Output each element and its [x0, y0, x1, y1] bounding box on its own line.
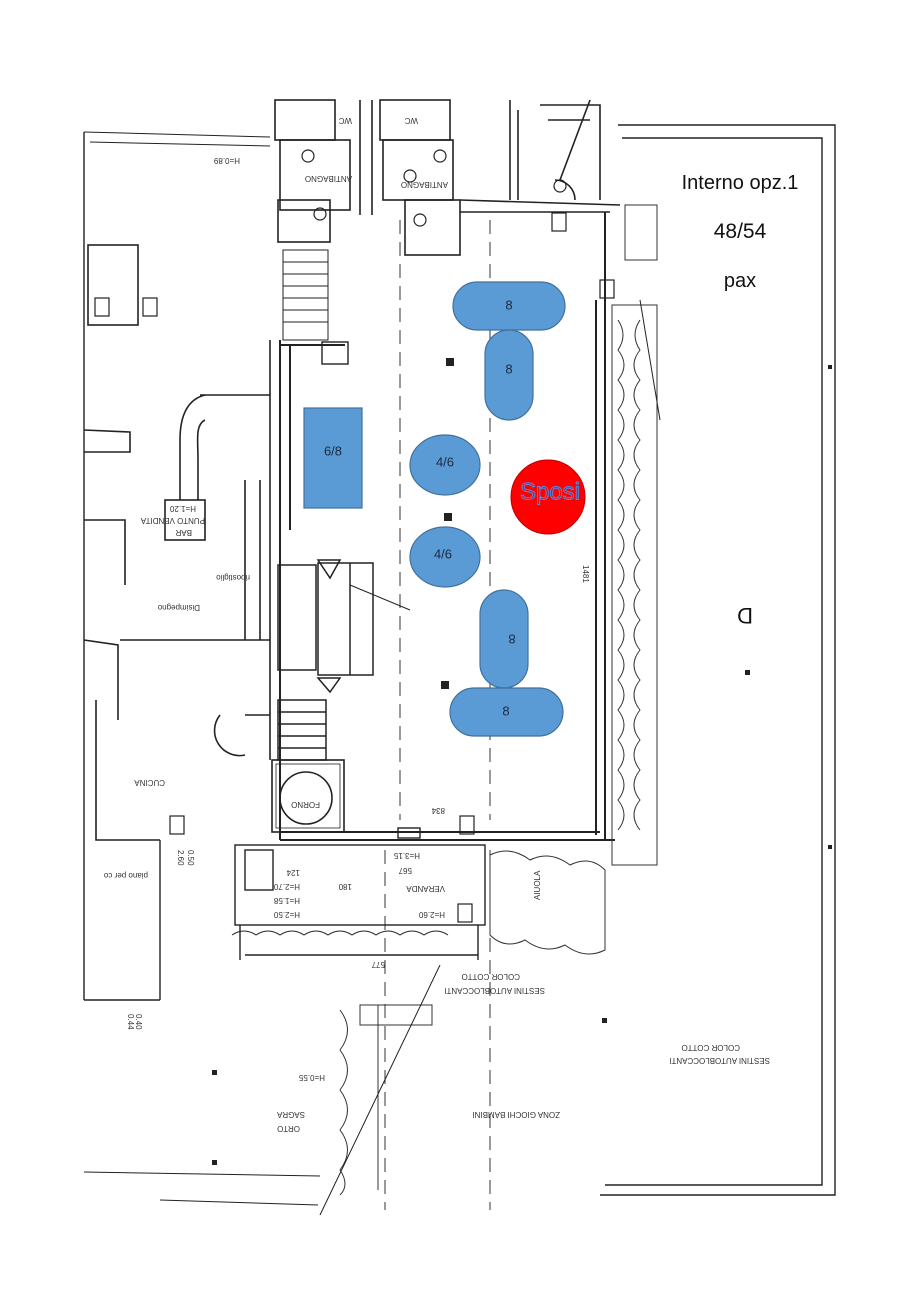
- label-disimpegno: Disimpegno: [157, 603, 200, 612]
- site-boundaries: [83, 124, 836, 1196]
- label-d050: 0.50: [186, 850, 195, 866]
- label-aiuola: AIUOLA: [533, 870, 542, 900]
- sposi-label: Sposi: [520, 478, 580, 505]
- veranda: [231, 827, 486, 960]
- table-8-top-vertical: 8: [484, 329, 534, 421]
- label-h089: H=0.89: [213, 156, 240, 165]
- hedge: [339, 204, 658, 1196]
- label-h315: H=3.15: [393, 851, 420, 860]
- label-h270: H=2.70: [273, 882, 300, 891]
- label-dim567: 567: [398, 866, 412, 875]
- outlet-marks: [212, 358, 832, 1165]
- label-punto-vendita: PUNTO VENDITA: [140, 516, 205, 525]
- label-bar: BAR: [175, 528, 192, 537]
- label-sestini2: SESTINI AUTOBLOCCANTI: [669, 1056, 770, 1065]
- table-label: 8: [505, 361, 512, 376]
- label-orto: ORTO: [277, 1124, 300, 1133]
- symbol-icons: [94, 149, 615, 923]
- label-wc1: WC: [338, 116, 352, 125]
- table-8-bottom-vertical: 8: [479, 589, 529, 689]
- label-cotto1: COLOR COTTO: [461, 972, 520, 981]
- oven: [271, 759, 345, 833]
- label-cotto2: COLOR COTTO: [681, 1043, 740, 1052]
- capacity-value: 48/54: [713, 220, 767, 243]
- table-label: 8: [502, 703, 509, 718]
- label-ripostiglio: ripostiglio: [216, 573, 250, 582]
- label-d044: 0.44: [126, 1014, 135, 1030]
- label-dim1481: 1481: [581, 565, 590, 583]
- label-d260: 2.60: [176, 850, 185, 866]
- label-sagra: SAGRA: [276, 1110, 305, 1119]
- table-label: 8: [505, 297, 512, 312]
- plan-annotations: H=0.89 WC WC ANTIBAGNO ANTIBAGNO BAR PUN…: [103, 116, 770, 1133]
- label-dim577: 577: [371, 960, 385, 969]
- label-dim834: 834: [431, 806, 445, 815]
- label-cucina: CUCINA: [134, 778, 165, 787]
- label-veranda: VERANDA: [406, 884, 445, 893]
- capacity-unit: pax: [723, 270, 757, 292]
- label-h260: H=2.60: [418, 910, 445, 919]
- table-4-6-round-lower: 4/6: [409, 526, 481, 588]
- table-label: 8: [508, 632, 515, 647]
- label-dim180: 180: [338, 882, 352, 891]
- label-d040: 0.40: [134, 1014, 143, 1030]
- label-zona: ZONA GIOCHI BAMBINI: [472, 1110, 560, 1119]
- table-8-bottom-horizontal: 8: [449, 687, 564, 737]
- left-rooms: [83, 244, 271, 841]
- site-lines: [159, 299, 661, 1216]
- label-sestini1: SESTINI AUTOBLOCCANTI: [444, 986, 545, 995]
- table-label: 4/6: [434, 546, 452, 561]
- table-6-8-rect: 6/8: [303, 407, 363, 509]
- label-h055: H=0.55: [298, 1073, 325, 1082]
- table-label: 4/6: [436, 454, 454, 469]
- label-h120: H=1.20: [169, 504, 196, 513]
- stairs-top: [282, 249, 349, 365]
- label-antibagno1: ANTIBAGNO: [305, 174, 352, 183]
- table-8-top-horizontal: 8: [452, 281, 566, 331]
- sposi-table: Sposi: [510, 459, 586, 535]
- plan-title: Interno opz.1: [681, 172, 799, 194]
- bar-area: [277, 559, 374, 761]
- label-h250: H=2.50: [273, 910, 300, 919]
- table-4-6-round-upper: 4/6: [409, 434, 481, 496]
- label-dim124: 124: [286, 868, 300, 877]
- seating-tables: 8 8 6/8 4/6 4/6 8 8 Sposi: [303, 281, 586, 737]
- label-forno: FORNO: [291, 800, 320, 809]
- label-d: D: [737, 603, 753, 628]
- table-label: 6/8: [324, 443, 342, 458]
- label-wc2: WC: [404, 116, 418, 125]
- label-h158: H=1.58: [273, 896, 300, 905]
- label-piano: piano per co: [103, 871, 148, 880]
- label-antibagno2: ANTIBAGNO: [401, 180, 448, 189]
